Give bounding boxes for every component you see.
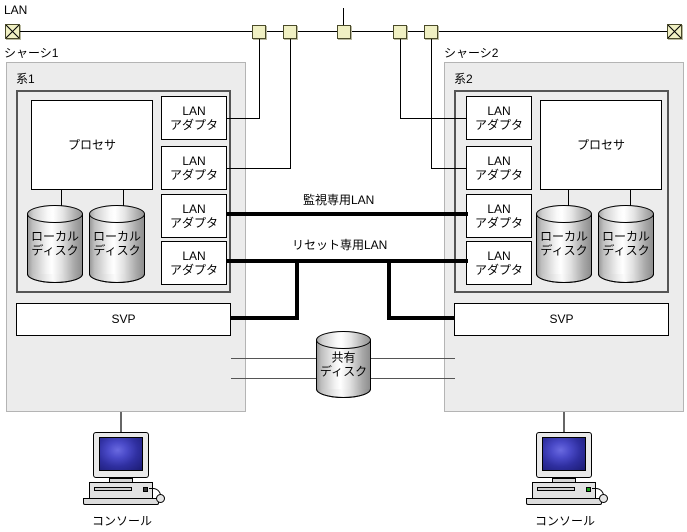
lan-bus-segment bbox=[297, 31, 337, 32]
svp-2: SVP bbox=[454, 303, 669, 336]
lan-drop-3 bbox=[400, 39, 401, 118]
proc-disk-link bbox=[61, 190, 62, 211]
lan-drop-1 bbox=[259, 39, 260, 118]
lan-bus-segment bbox=[20, 31, 252, 32]
console-1-cable bbox=[120, 412, 122, 447]
lan-drop-1 bbox=[227, 118, 260, 119]
lan-bus-segment bbox=[407, 31, 424, 32]
processor-2-label: プロセサ bbox=[576, 137, 625, 152]
reset-lan-branch-right bbox=[387, 259, 391, 320]
reset-lan-label: リセット専用LAN bbox=[292, 238, 388, 252]
lan-drop-2 bbox=[227, 168, 291, 169]
lan-bus-label: LAN bbox=[4, 3, 28, 17]
svp-1-label: SVP bbox=[111, 312, 136, 326]
local-disk-1b-label: ローカルディスク bbox=[92, 229, 141, 258]
lan-tap-icon-5 bbox=[424, 25, 438, 39]
console-computer-icon-2 bbox=[522, 432, 608, 505]
proc-disk-link bbox=[630, 190, 631, 211]
chassis-1-title: シャーシ1 bbox=[4, 46, 59, 60]
lan-tap-icon-1 bbox=[252, 25, 266, 39]
processor-1-label: プロセサ bbox=[67, 137, 116, 152]
lan-drop-2 bbox=[290, 39, 291, 168]
lan-drop-4 bbox=[431, 168, 467, 169]
local-disk-1a: ローカルディスク bbox=[27, 205, 83, 283]
lan-drop-3 bbox=[400, 118, 467, 119]
proc-disk-link bbox=[568, 190, 569, 211]
console-1-label: コンソール bbox=[91, 514, 152, 528]
lan-bus-segment bbox=[266, 31, 283, 32]
lan-tap-icon-3 bbox=[337, 25, 351, 39]
svp-2-label: SVP bbox=[549, 312, 574, 326]
proc-disk-link bbox=[123, 190, 124, 211]
processor-1: プロセサ bbox=[31, 100, 153, 190]
console-computer-icon-1 bbox=[79, 432, 165, 505]
local-disk-2a: ローカルディスク bbox=[536, 205, 592, 283]
local-disk-2a-label: ローカルディスク bbox=[539, 229, 588, 258]
lan-tap-icon-2 bbox=[283, 25, 297, 39]
lan-bus-segment bbox=[438, 31, 667, 32]
local-disk-1a-label: ローカルディスク bbox=[30, 229, 79, 258]
lan-terminator-icon-left bbox=[5, 24, 20, 39]
shared-disk: 共有ディスク bbox=[316, 331, 371, 398]
local-disk-1b: ローカルディスク bbox=[89, 205, 145, 283]
monitor-lan-link bbox=[226, 212, 468, 216]
console-2-cable bbox=[563, 412, 565, 447]
console-2-label: コンソール bbox=[534, 514, 595, 528]
reset-lan-branch-left bbox=[295, 259, 299, 320]
processor-2: プロセサ bbox=[540, 100, 662, 190]
chassis-2-title: シャーシ2 bbox=[444, 46, 499, 60]
lan-drop-4 bbox=[431, 39, 432, 168]
reset-lan-branch-left bbox=[231, 316, 299, 320]
local-disk-2b-label: ローカルディスク bbox=[601, 229, 650, 258]
shared-disk-label: 共有ディスク bbox=[319, 350, 368, 379]
system-1-title: 系1 bbox=[16, 72, 35, 86]
system-2-title: 系2 bbox=[454, 72, 473, 86]
monitor-lan-label: 監視専用LAN bbox=[303, 193, 375, 207]
lan-tap-icon-4 bbox=[393, 25, 407, 39]
svp-1: SVP bbox=[16, 303, 231, 336]
lan-terminator-icon-right bbox=[667, 24, 682, 39]
lan-tap-stub bbox=[343, 8, 344, 25]
local-disk-2b: ローカルディスク bbox=[598, 205, 654, 283]
lan-bus-segment bbox=[351, 31, 393, 32]
reset-lan-trunk bbox=[226, 259, 468, 263]
reset-lan-branch-right bbox=[387, 316, 455, 320]
